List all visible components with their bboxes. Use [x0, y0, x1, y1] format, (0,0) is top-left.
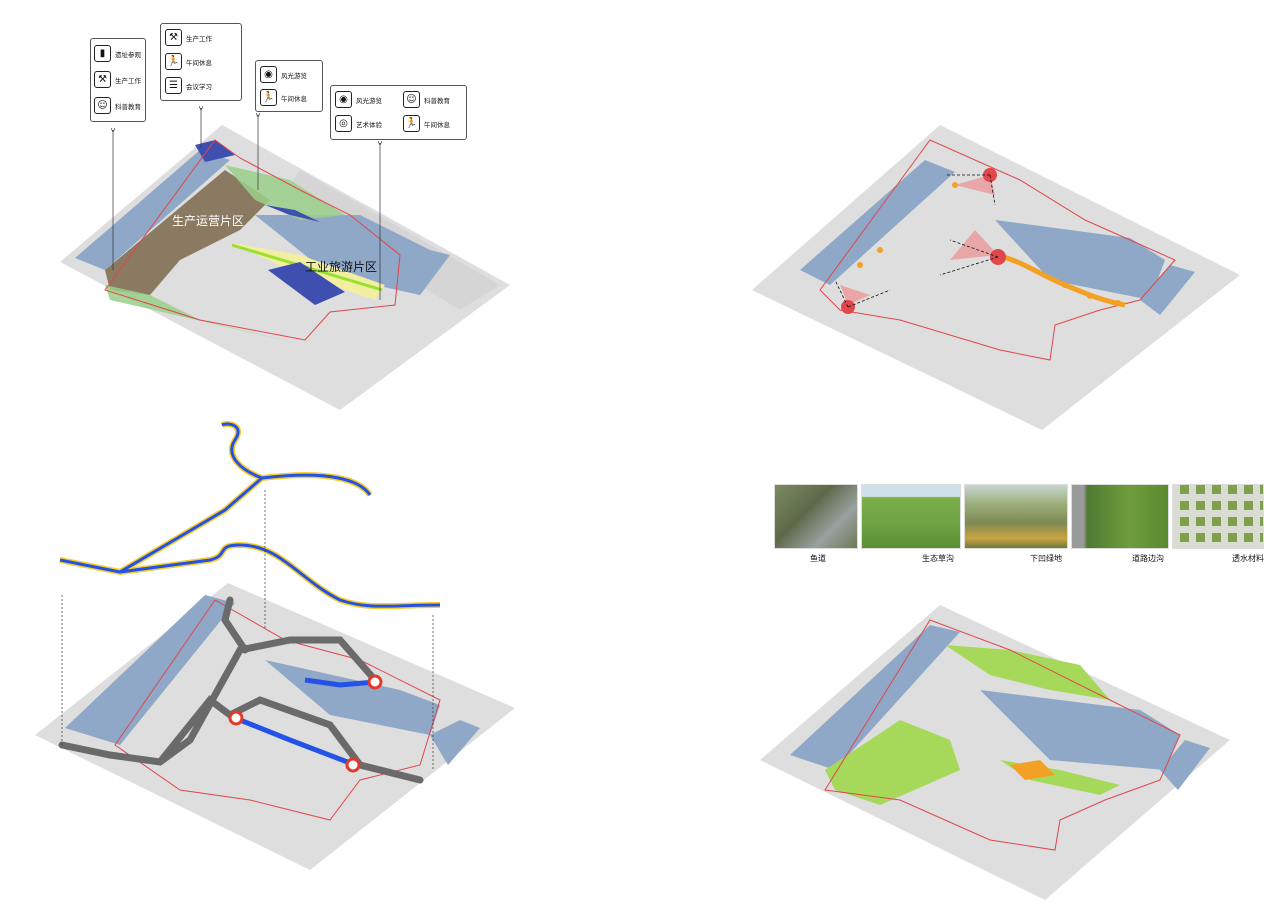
projection-lines [61, 490, 434, 770]
callout-label: 遗址参观 [115, 50, 141, 59]
route-marker [367, 674, 383, 690]
site-base [752, 125, 1240, 430]
panel-circulation [35, 420, 515, 870]
site-boundary [104, 139, 401, 341]
zone-label-production: 生产运营片区 [172, 214, 245, 228]
panel-sponge [760, 605, 1230, 900]
running-icon: 🏃 [403, 115, 420, 132]
callout-label: 科普教育 [115, 102, 141, 111]
green-area [825, 720, 960, 805]
callout-label: 生产工作 [186, 34, 212, 43]
site-boundary [824, 619, 1181, 851]
panel-view-axes [752, 125, 1240, 430]
water-body-left [790, 625, 960, 770]
water-strip [400, 250, 450, 295]
photo-bioswale [861, 484, 961, 549]
running-icon: 🏃 [260, 89, 277, 106]
photo-roadside-ditch [1071, 484, 1169, 549]
callout-label: 风光游览 [356, 96, 382, 105]
callout-label: 科普教育 [424, 96, 450, 105]
monument-icon: ▮ [94, 45, 111, 62]
water-body-left [75, 150, 230, 270]
route-marker [228, 710, 244, 726]
callout-label: 生产工作 [115, 76, 141, 85]
water-strip [430, 720, 480, 765]
production-zone [105, 170, 270, 295]
route-blue [239, 677, 376, 766]
site-boundary [114, 599, 441, 821]
route-grey-main [58, 596, 424, 784]
orange-area [1010, 760, 1055, 780]
zone-label-tourism: 工业旅游片区 [305, 260, 378, 274]
callout-label: 会议学习 [186, 82, 212, 91]
callout-label: 午间休息 [424, 120, 450, 129]
node-dots [857, 182, 1121, 306]
dashed-sightlines [834, 174, 999, 308]
camera-icon: ◉ [260, 66, 277, 83]
site-boundary [819, 139, 1176, 361]
meeting-icon: ☰ [165, 77, 182, 94]
student-icon: ☺ [403, 91, 420, 108]
photo-fish-pass [774, 484, 858, 549]
green-zone [225, 165, 345, 220]
photo-caption: 道路边沟 [1132, 554, 1164, 563]
route-elevated [59, 420, 441, 610]
blue-zone-top [195, 140, 235, 162]
blue-zone-square [268, 262, 345, 305]
panel-zoning [60, 125, 510, 410]
photo-caption: 透水材料 [1232, 554, 1264, 563]
photo-caption: 生态草沟 [922, 554, 954, 563]
palette-icon: ◎ [335, 115, 352, 132]
student-icon: ☺ [94, 97, 111, 114]
view-cone [955, 175, 995, 195]
callout-label: 午间休息 [281, 94, 307, 103]
crane-icon: ⚒ [165, 29, 182, 46]
activity-callout-2: ⚒ 生产工作 🏃 午间休息 ☰ 会议学习 [160, 23, 242, 101]
photo-caption: 下凹绿地 [1030, 554, 1062, 563]
view-cone [840, 285, 870, 305]
blue-zone-strip [265, 205, 320, 222]
route-marker [345, 757, 361, 773]
callout-label: 风光游览 [281, 71, 307, 80]
callout-label: 艺术体验 [356, 120, 382, 129]
water-strip [1140, 265, 1195, 315]
camera-icon: ◉ [335, 91, 352, 108]
callout-label: 午间休息 [186, 58, 212, 67]
water-body-right [995, 220, 1165, 300]
photo-sunken-green [964, 484, 1068, 549]
water-strip [1160, 740, 1210, 790]
water-body-left [800, 160, 955, 285]
activity-callout-4: ◉ 风光游览 ☺ 科普教育 ◎ 艺术体验 🏃 午间休息 [330, 85, 467, 140]
crane-icon: ⚒ [94, 71, 111, 88]
green-zone-lower [105, 285, 305, 345]
route-elevated-blue [59, 422, 441, 608]
activity-callout-1: ▮ 遗址参观 ⚒ 生产工作 ☺ 科普教育 [90, 38, 146, 122]
callout-leaders [113, 108, 380, 300]
activity-callout-3: ◉ 风光游览 🏃 午间休息 [255, 60, 323, 112]
running-icon: 🏃 [165, 53, 182, 70]
photo-caption: 鱼道 [810, 554, 826, 563]
water-body-right [255, 215, 430, 295]
green-area [945, 645, 1110, 700]
photo-permeable-paving [1172, 484, 1264, 549]
